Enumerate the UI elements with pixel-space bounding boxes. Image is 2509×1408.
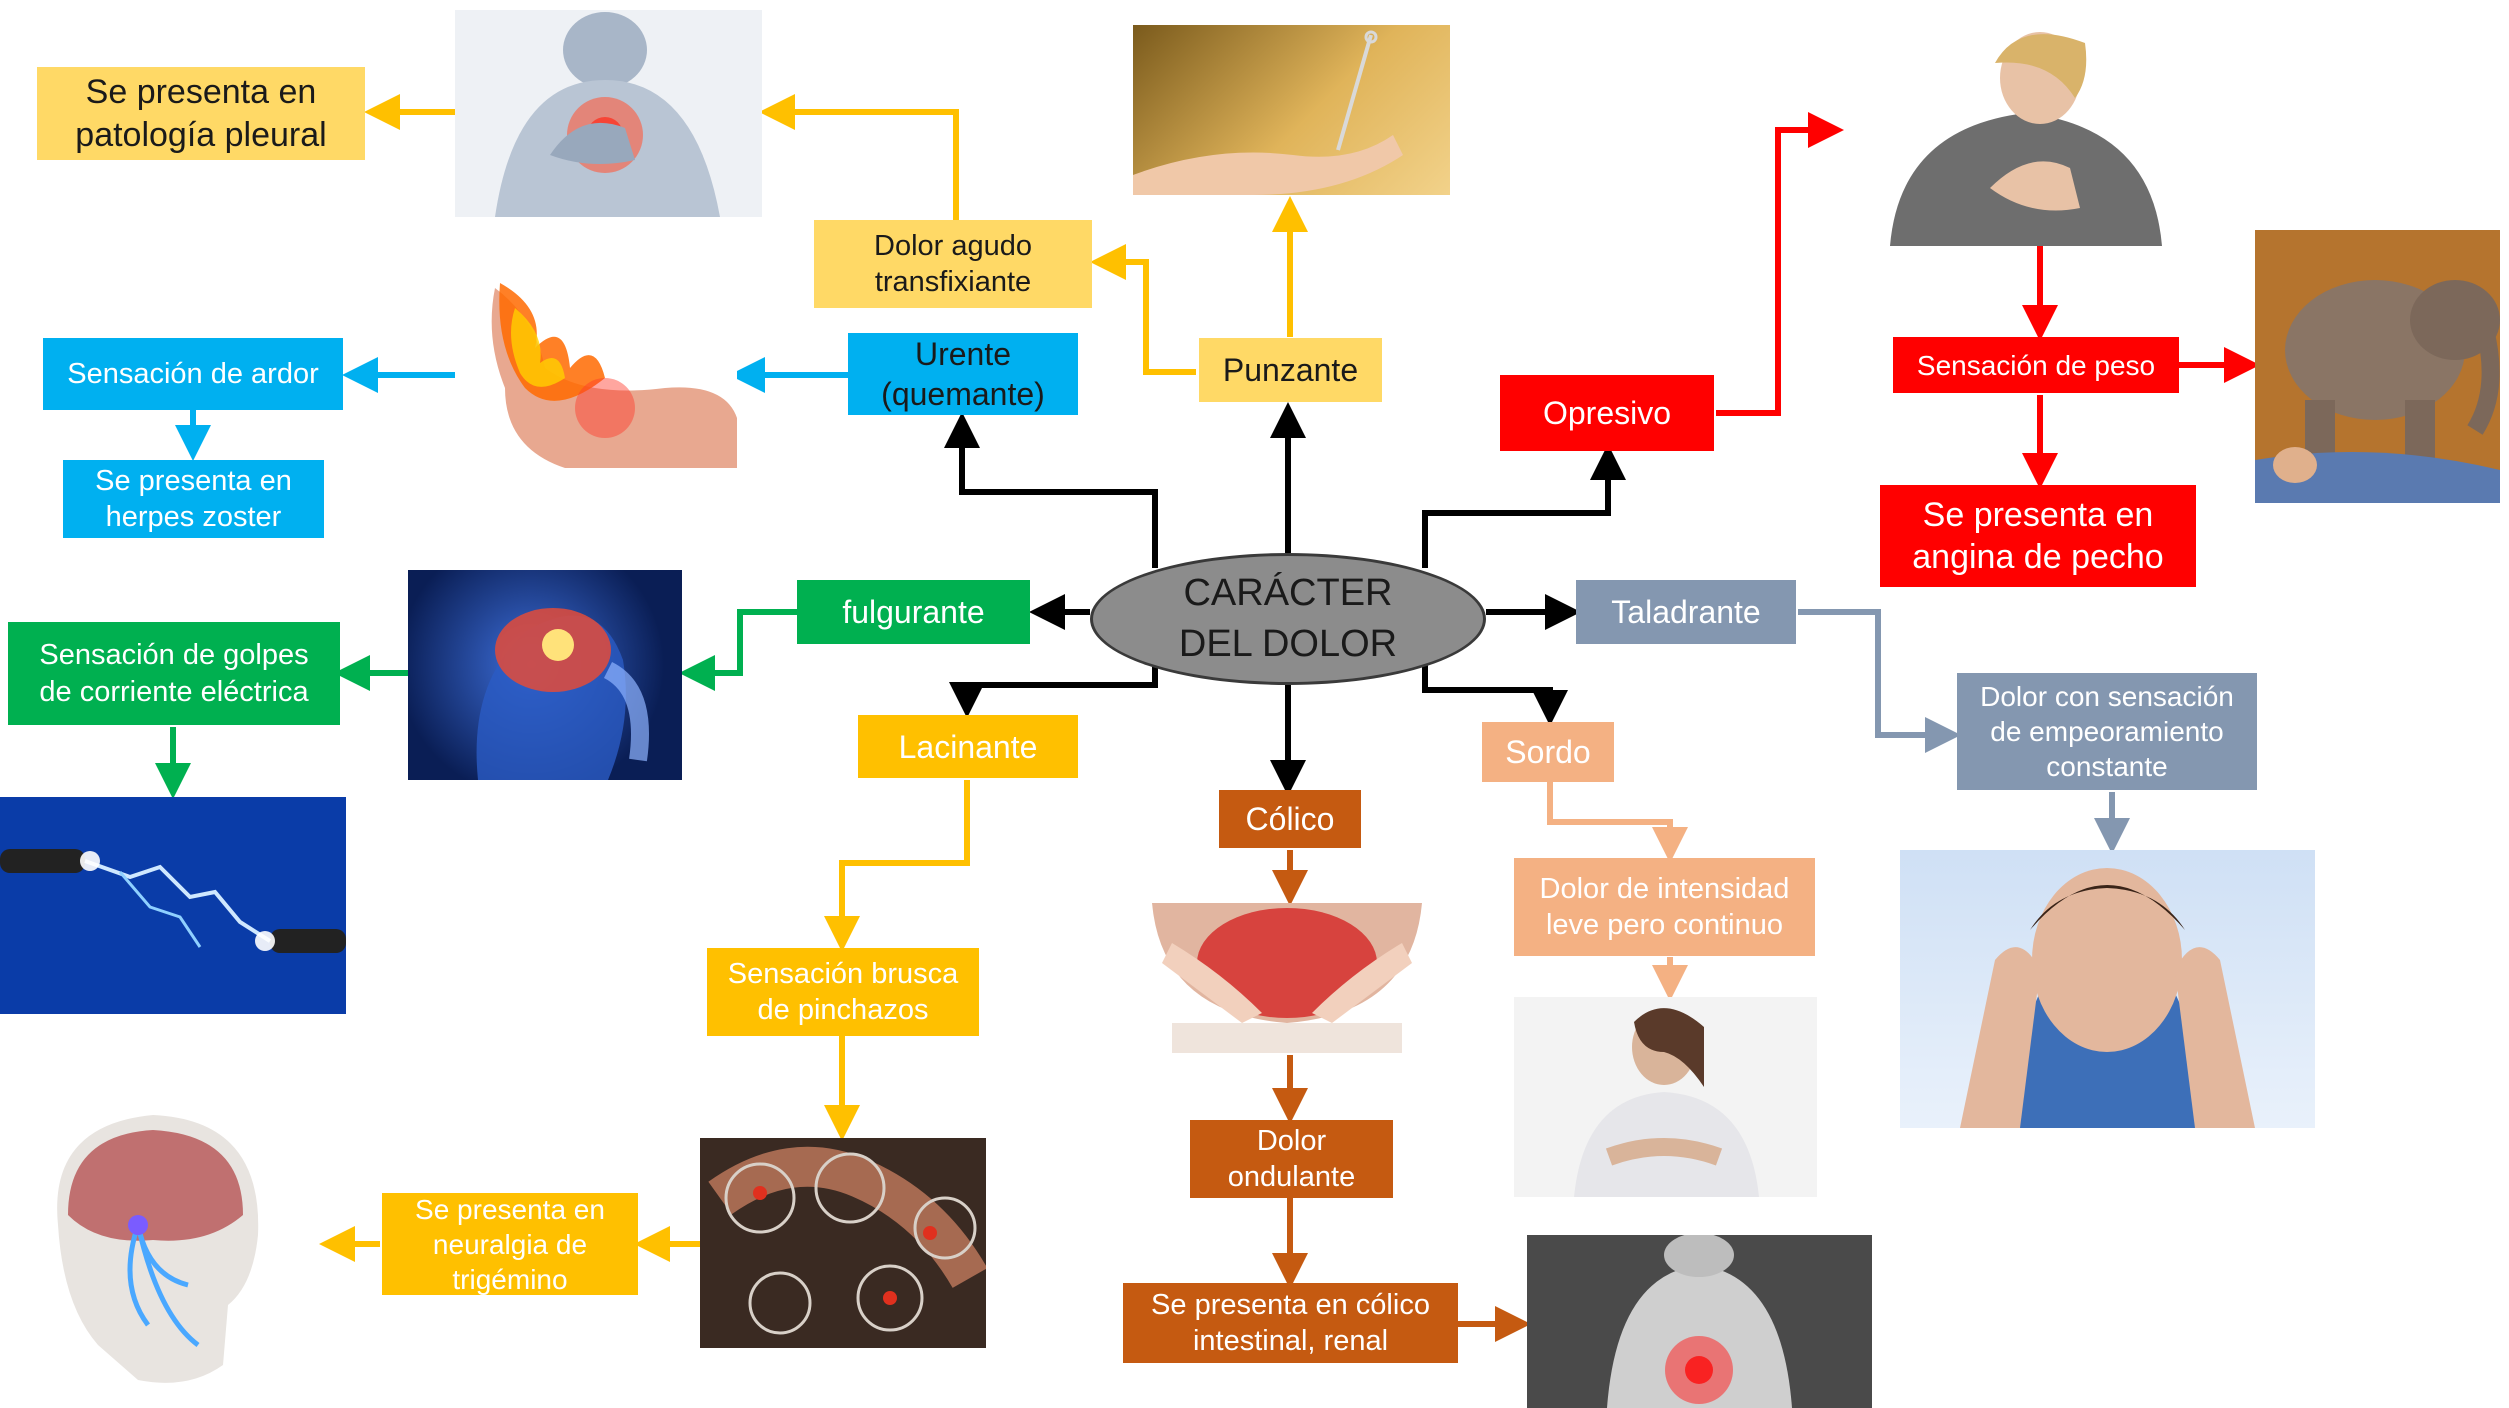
joint-pain-photo [700, 1138, 986, 1348]
woman-stomach-ache-photo [1514, 997, 1817, 1197]
abdomen-icon [1152, 903, 1422, 1053]
node-dolor-empeoramiento-constante: Dolor con sensación de empeoramiento con… [1957, 673, 2257, 790]
node-angina-de-pecho: Se presenta en angina de pecho [1880, 485, 2196, 587]
node-colico: Cólico [1219, 790, 1361, 848]
electric-spark-photo [0, 797, 346, 1014]
fire-icon [491, 283, 737, 468]
woman-chest-pressure-photo [1870, 18, 2182, 246]
needle-finger-photo [1133, 25, 1450, 195]
trigeminal-skull-photo [28, 1105, 278, 1395]
node-dolor-ondulante: Dolor ondulante [1190, 1120, 1393, 1198]
node-dolor-intensidad-leve: Dolor de intensidad leve pero continuo [1514, 858, 1815, 956]
node-opresivo: Opresivo [1500, 375, 1714, 451]
back-icon [1607, 1235, 1792, 1408]
chest-pressure-icon [1890, 32, 2162, 246]
node-dolor-agudo-transfixiante: Dolor agudo transfixiante [814, 220, 1092, 308]
chest-pain-icon [495, 12, 720, 217]
skull-icon [57, 1115, 259, 1383]
node-sensacion-brusca-pinchazos: Sensación brusca de pinchazos [707, 948, 979, 1036]
node-sensacion-de-peso: Sensación de peso [1893, 337, 2179, 393]
lower-back-pain-photo [1527, 1235, 1872, 1408]
node-lacinante: Lacinante [858, 715, 1078, 778]
central-node-caracter-del-dolor: CARÁCTER DEL DOLOR [1090, 553, 1486, 685]
elephant-on-man-photo [2255, 230, 2500, 503]
joints-icon [708, 1146, 986, 1335]
migraine-icon [1960, 868, 2255, 1128]
node-punzante: Punzante [1199, 338, 1382, 402]
node-colico-intestinal-renal: Se presenta en cólico intestinal, renal [1123, 1283, 1458, 1363]
node-sordo: Sordo [1482, 722, 1614, 782]
needle-icon [1133, 30, 1403, 195]
brain-headache-photo [408, 570, 682, 780]
node-patologia-pleural: Se presenta en patología pleural [37, 67, 365, 160]
chest-pain-man-photo [455, 10, 762, 217]
node-golpes-corriente-electrica: Sensación de golpes de corriente eléctri… [8, 622, 340, 725]
stomach-icon [1574, 1008, 1759, 1197]
burning-foot-photo [475, 278, 737, 468]
node-herpes-zoster: Se presenta en herpes zoster [63, 460, 324, 538]
node-taladrante: Taladrante [1576, 580, 1796, 644]
node-sensacion-de-ardor: Sensación de ardor [43, 338, 343, 410]
lightning-icon [0, 849, 346, 953]
elephant-icon [2255, 280, 2500, 503]
abdominal-cramp-photo [1112, 903, 1462, 1053]
woman-migraine-photo [1900, 850, 2315, 1128]
node-fulgurante: fulgurante [797, 580, 1030, 644]
brain-icon [476, 608, 649, 780]
node-neuralgia-trigemino: Se presenta en neuralgia de trigémino [382, 1193, 638, 1295]
node-urente: Urente (quemante) [848, 333, 1078, 415]
